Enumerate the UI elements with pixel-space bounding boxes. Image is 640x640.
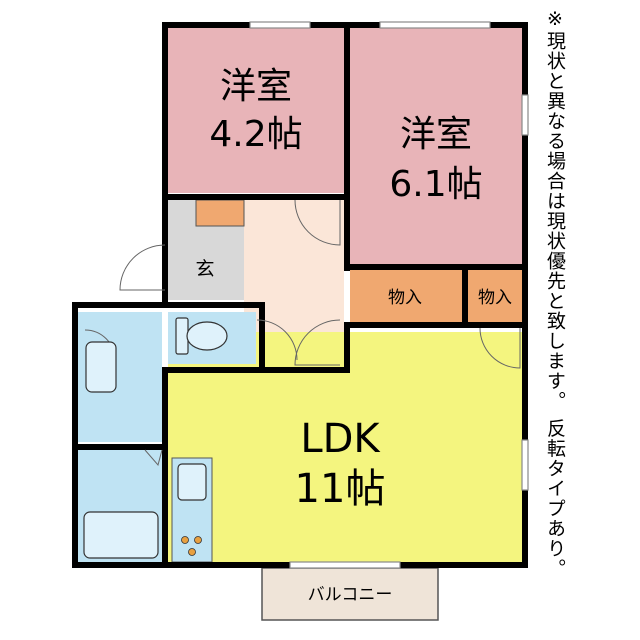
western-room-b-name: 洋室 <box>400 114 472 155</box>
balcony-label: バルコニー <box>308 585 393 605</box>
western-room-b-fill <box>350 28 522 264</box>
balcony-fill <box>261 567 439 621</box>
western-room-a-size: 4.2帖 <box>209 114 302 155</box>
storage-b-fill <box>468 270 522 322</box>
storage-a-fill <box>350 270 462 322</box>
disclaimer-note: ※現状と異なる場合は現状優先と致します。 反転タイプあり。 <box>544 8 566 579</box>
entrance-label: 玄 <box>195 258 214 280</box>
windows <box>249 21 529 569</box>
western-room-a-name: 洋室 <box>220 66 292 107</box>
storage-b-label: 物入 <box>478 288 512 308</box>
kitchen-sink-icon <box>177 463 207 501</box>
stove-icon <box>181 536 202 556</box>
western-room-a-fill <box>168 28 344 193</box>
wash-basin-icon <box>85 341 117 393</box>
western-room-b-size: 6.1帖 <box>389 164 482 205</box>
ldk-name: LDK <box>300 416 381 462</box>
ldk-size: 11帖 <box>295 466 386 512</box>
bathtub-icon <box>83 511 159 559</box>
shoe-cabinet <box>195 199 245 227</box>
toilet-icon <box>175 317 228 355</box>
door-swings <box>84 199 521 467</box>
storage-a-label: 物入 <box>388 288 422 308</box>
